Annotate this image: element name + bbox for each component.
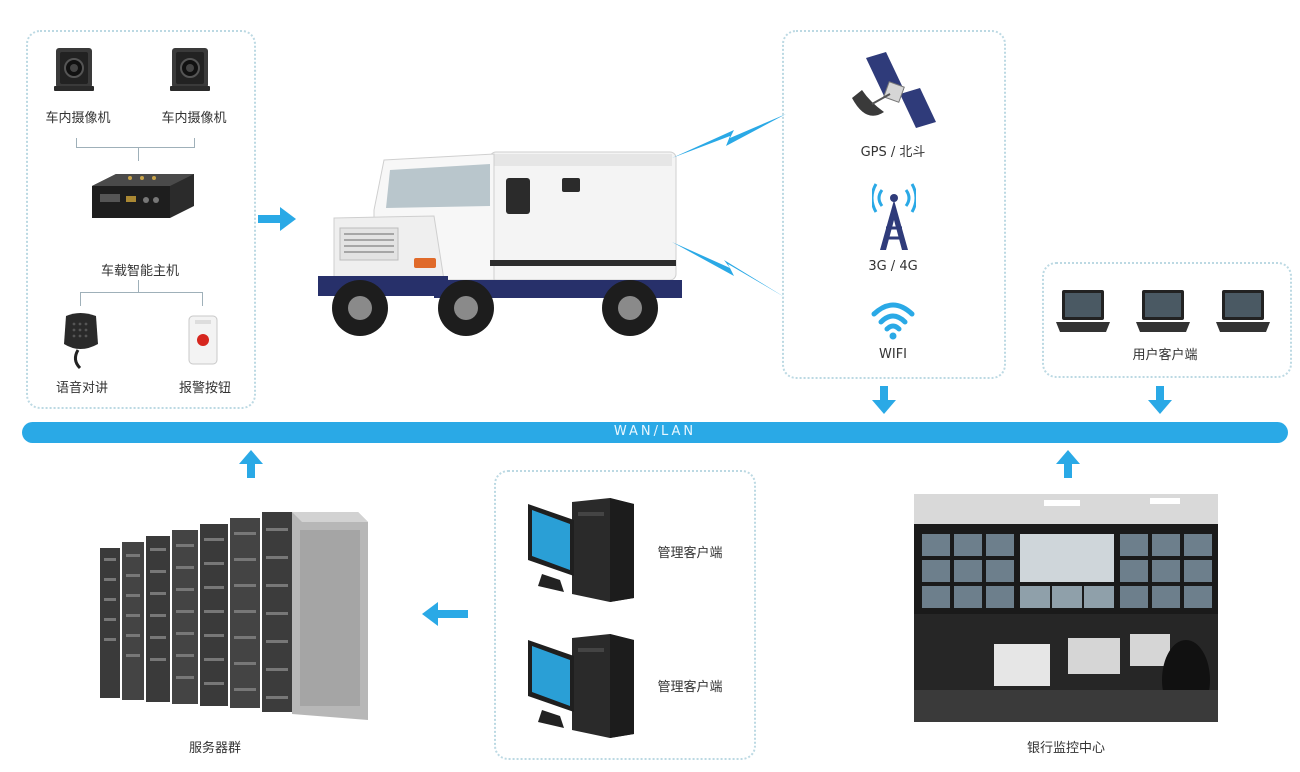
cellular-label: 3G / 4G [868,259,918,274]
camera-label: 车内摄像机 [45,111,111,126]
desktop-computer-icon [528,634,634,738]
arrow-up-icon [239,450,263,478]
server-rack-image [100,512,368,720]
connector-line [138,280,139,292]
intercom-label: 语音对讲 [55,381,108,396]
management-client-label: 管理客户端 [657,546,723,561]
laptop-icon [1056,290,1110,332]
arrow-left-icon [422,602,468,626]
bus-label: WAN/LAN [613,424,697,439]
camera-icon [170,48,210,91]
wifi-label: WIFI [879,347,907,362]
intercom-microphone-icon [64,313,98,370]
laptop-icon [1136,290,1190,332]
arrow-right-icon [258,207,296,231]
camera-icon [54,48,94,91]
satellite-icon [852,52,936,128]
management-client-label: 管理客户端 [657,680,723,695]
alarm-button-icon [188,315,218,365]
armored-truck-image [318,151,682,336]
connector-line [76,138,77,148]
server-cluster-label: 服务器群 [188,741,241,756]
connector-line [76,147,194,148]
connector-line [80,292,81,306]
connector-line [80,292,202,293]
laptop-icon [1216,290,1270,332]
connector-line [202,292,203,306]
communication-group [782,30,1006,379]
host-label: 车载智能主机 [100,264,179,279]
desktop-computer-icon [528,498,634,602]
vehicle-devices-group [26,30,256,409]
user-clients-label: 用户客户端 [1132,348,1198,363]
arrow-down-icon [872,386,896,414]
camera-label: 车内摄像机 [161,111,227,126]
connector-line [194,138,195,148]
gps-label: GPS / 北斗 [860,145,926,160]
arrow-up-icon [1056,450,1080,478]
arrow-down-icon [1148,386,1172,414]
management-clients-group [494,470,756,760]
wireless-signal-icon [672,242,786,298]
user-clients-group [1042,262,1292,378]
monitoring-center-image [914,494,1218,722]
wifi-icon [871,302,915,340]
alarm-label: 报警按钮 [178,381,231,396]
wireless-signal-icon [672,114,786,158]
monitoring-center-label: 银行监控中心 [1026,741,1105,756]
connector-line [138,147,139,161]
dvr-host-icon [92,174,194,218]
wan-lan-bus: WAN/LAN [22,422,1288,443]
cell-tower-icon [872,183,916,250]
